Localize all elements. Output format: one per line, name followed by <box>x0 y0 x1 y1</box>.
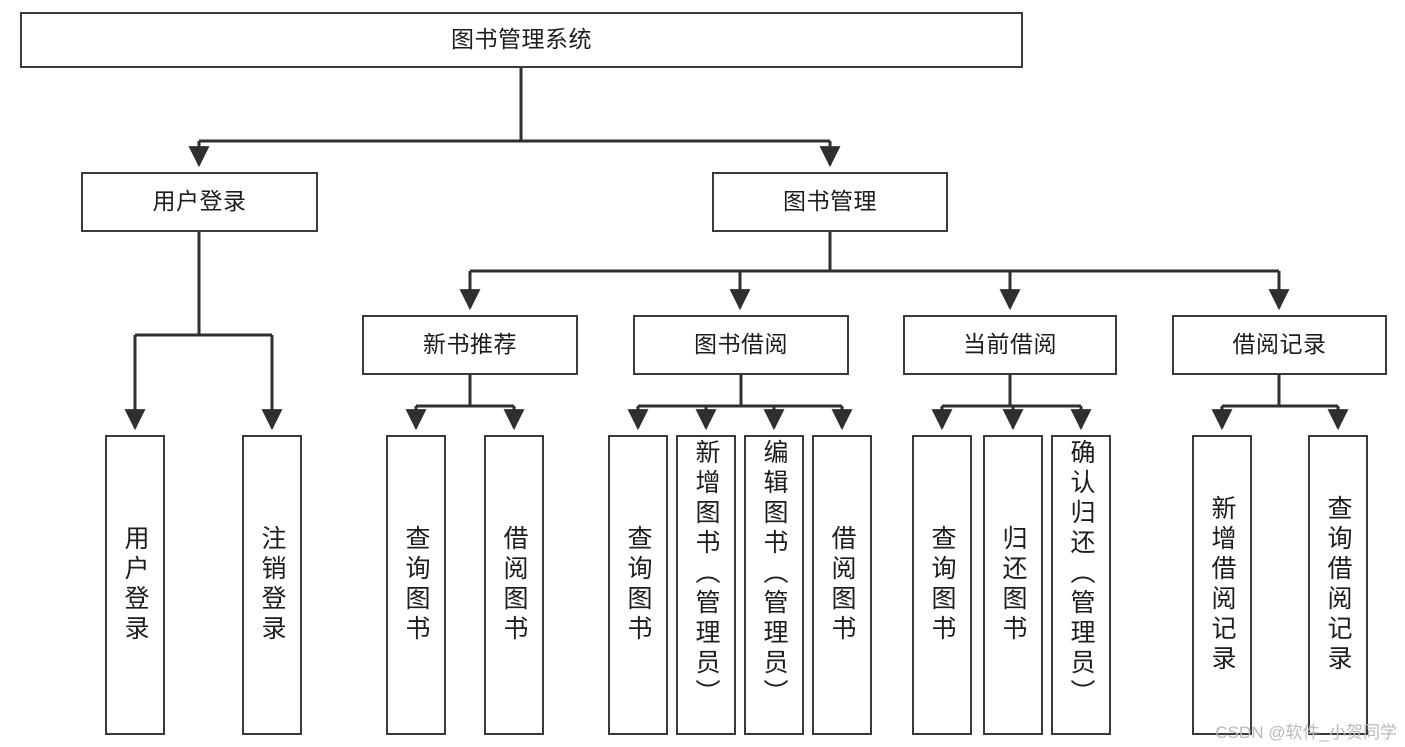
node-label: 新增借阅记录 <box>1208 495 1236 675</box>
node-label: 新增图书（管理员） <box>692 439 720 709</box>
leaf-current-query-book[interactable]: 查询图书 <box>912 435 972 735</box>
node-label: 查询借阅记录 <box>1324 495 1352 675</box>
node-label: 用户登录 <box>121 525 149 645</box>
node-current-borrow[interactable]: 当前借阅 <box>903 315 1117 375</box>
node-label: 查询图书 <box>624 525 652 645</box>
node-label: 注销登录 <box>258 525 286 645</box>
node-label: 查询图书 <box>402 525 430 645</box>
leaf-borrow-edit-book-admin[interactable]: 编辑图书（管理员） <box>744 435 804 735</box>
leaf-user-logout[interactable]: 注销登录 <box>242 435 302 735</box>
leaf-user-login[interactable]: 用户登录 <box>105 435 165 735</box>
leaf-recommend-borrow-book[interactable]: 借阅图书 <box>484 435 544 735</box>
node-label: 图书管理系统 <box>451 26 592 53</box>
node-user-login[interactable]: 用户登录 <box>81 172 318 232</box>
csdn-watermark: CSDN @软件_小贺同学 <box>1215 723 1397 742</box>
node-label: 当前借阅 <box>963 331 1057 358</box>
node-book-borrow[interactable]: 图书借阅 <box>633 315 849 375</box>
leaf-record-add-borrow-record[interactable]: 新增借阅记录 <box>1192 435 1252 735</box>
node-borrow-record[interactable]: 借阅记录 <box>1172 315 1387 375</box>
leaf-borrow-query-book[interactable]: 查询图书 <box>608 435 668 735</box>
node-label: 借阅图书 <box>828 525 856 645</box>
node-book-manage[interactable]: 图书管理 <box>712 172 948 232</box>
leaf-borrow-add-book-admin[interactable]: 新增图书（管理员） <box>676 435 736 735</box>
node-label: 归还图书 <box>999 525 1027 645</box>
node-label: 借阅图书 <box>500 525 528 645</box>
node-label: 借阅记录 <box>1232 331 1327 358</box>
node-label: 图书管理 <box>783 188 877 215</box>
leaf-borrow-borrow-book[interactable]: 借阅图书 <box>812 435 872 735</box>
leaf-current-confirm-return-admin[interactable]: 确认归还（管理员） <box>1051 435 1111 735</box>
node-label: 编辑图书（管理员） <box>760 439 788 709</box>
node-new-book-recommend[interactable]: 新书推荐 <box>362 315 578 375</box>
leaf-recommend-query-book[interactable]: 查询图书 <box>386 435 446 735</box>
node-label: 用户登录 <box>152 188 247 215</box>
node-root-system[interactable]: 图书管理系统 <box>20 12 1023 68</box>
node-label: 确认归还（管理员） <box>1067 439 1095 709</box>
leaf-current-return-book[interactable]: 归还图书 <box>983 435 1043 735</box>
node-label: 查询图书 <box>928 525 956 645</box>
node-label: 新书推荐 <box>423 331 517 358</box>
node-label: 图书借阅 <box>694 331 788 358</box>
leaf-record-query-borrow-record[interactable]: 查询借阅记录 <box>1308 435 1368 735</box>
